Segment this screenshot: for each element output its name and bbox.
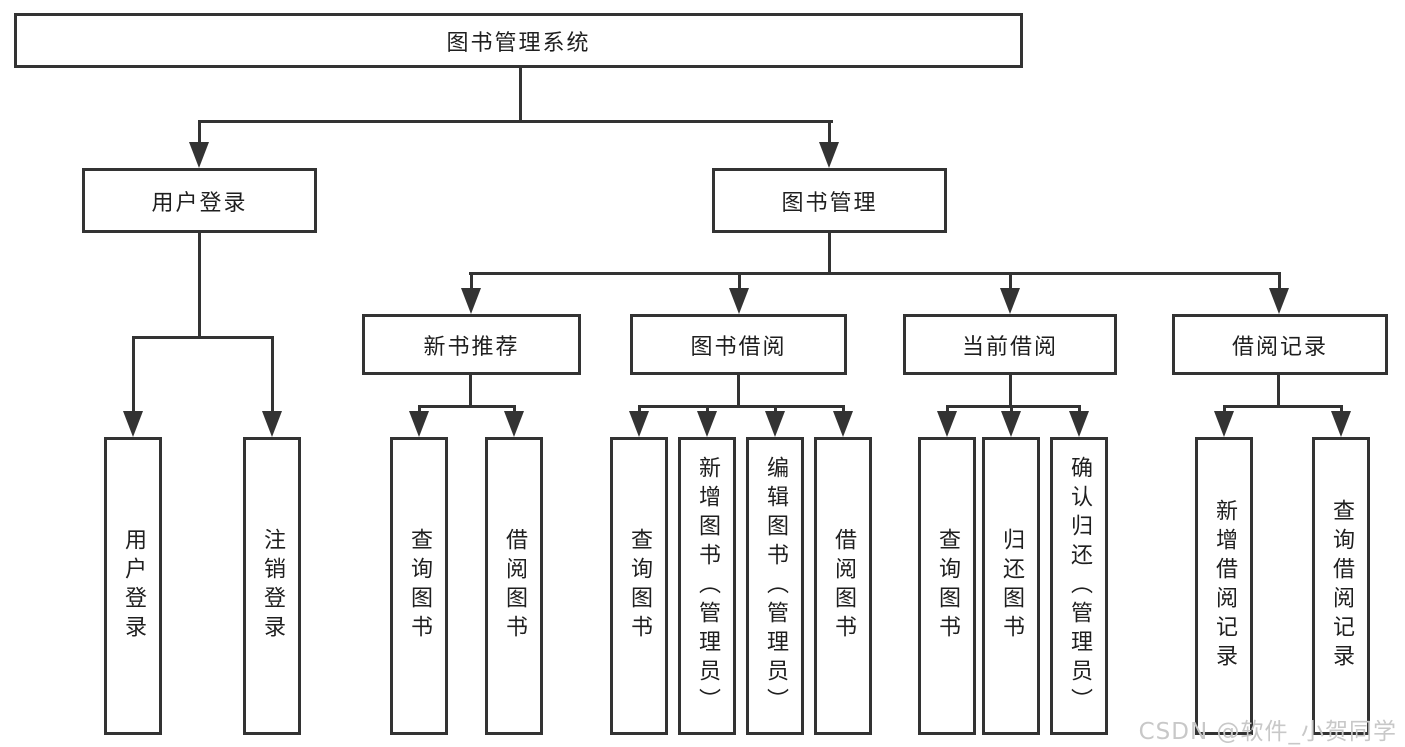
leaf-label: 借阅图书 — [502, 528, 527, 644]
connector-segment — [418, 405, 516, 408]
arrow-down-icon — [1069, 411, 1089, 437]
node-borrow-record: 借阅记录 — [1172, 314, 1388, 375]
connector-segment — [638, 405, 641, 415]
leaf-label: 查询图书 — [627, 528, 652, 644]
arrow-down-icon — [765, 411, 785, 437]
arrow-down-icon — [1000, 288, 1020, 314]
connector-segment — [132, 336, 274, 339]
node-root-library-management-system: 图书管理系统 — [14, 13, 1023, 68]
connector-segment — [513, 405, 516, 415]
node-leaf-add-books-admin: 新增图书（管理员） — [678, 437, 736, 735]
arrow-down-icon — [461, 288, 481, 314]
node-leaf-query-books-recommend: 查询图书 — [390, 437, 448, 735]
connector-segment — [1009, 272, 1012, 290]
leaf-label: 新增图书（管理员） — [695, 455, 720, 717]
arrow-down-icon — [189, 142, 209, 168]
connector-segment — [946, 405, 1081, 408]
connector-segment — [519, 68, 522, 123]
connector-segment — [828, 120, 831, 146]
leaf-label: 注销登录 — [260, 528, 285, 644]
node-leaf-logout: 注销登录 — [243, 437, 301, 735]
connector-segment — [469, 272, 1281, 275]
leaf-label: 查询借阅记录 — [1329, 499, 1354, 673]
node-leaf-confirm-return-admin: 确认归还（管理员） — [1050, 437, 1108, 735]
connector-segment — [842, 405, 845, 415]
node-leaf-borrow-books: 借阅图书 — [814, 437, 872, 735]
connector-segment — [738, 272, 741, 290]
arrow-down-icon — [1331, 411, 1351, 437]
arrow-down-icon — [1269, 288, 1289, 314]
leaf-label: 归还图书 — [999, 528, 1024, 644]
connector-segment — [271, 336, 274, 416]
node-current-borrow: 当前借阅 — [903, 314, 1117, 375]
node-book-management: 图书管理 — [712, 168, 947, 233]
leaf-label: 借阅图书 — [831, 528, 856, 644]
leaf-label: 编辑图书（管理员） — [763, 455, 788, 717]
connector-segment — [198, 232, 201, 339]
connector-segment — [638, 405, 845, 408]
watermark: CSDN @软件_小贺同学 — [1138, 719, 1397, 745]
node-leaf-add-borrow-record: 新增借阅记录 — [1195, 437, 1253, 735]
connector-segment — [828, 233, 831, 275]
connector-segment — [1340, 405, 1343, 415]
connector-segment — [1078, 405, 1081, 415]
arrow-down-icon — [504, 411, 524, 437]
arrow-down-icon — [819, 142, 839, 168]
node-leaf-user-login: 用户登录 — [104, 437, 162, 735]
arrow-down-icon — [409, 411, 429, 437]
leaf-label: 用户登录 — [121, 528, 146, 644]
node-user-login: 用户登录 — [82, 168, 317, 233]
arrow-down-icon — [937, 411, 957, 437]
leaf-label: 确认归还（管理员） — [1067, 455, 1092, 717]
connector-segment — [132, 336, 135, 416]
connector-segment — [469, 375, 472, 408]
leaf-label: 查询图书 — [407, 528, 432, 644]
connector-segment — [1223, 405, 1226, 415]
connector-segment — [774, 405, 777, 415]
arrow-down-icon — [262, 411, 282, 437]
connector-segment — [470, 272, 473, 290]
connector-segment — [1009, 375, 1012, 408]
connector-segment — [1223, 405, 1343, 408]
arrow-down-icon — [833, 411, 853, 437]
connector-segment — [1010, 405, 1013, 415]
node-leaf-edit-books-admin: 编辑图书（管理员） — [746, 437, 804, 735]
node-leaf-query-books-borrow: 查询图书 — [610, 437, 668, 735]
connector-segment — [418, 405, 421, 415]
arrow-down-icon — [629, 411, 649, 437]
arrow-down-icon — [729, 288, 749, 314]
connector-segment — [198, 120, 201, 146]
connector-segment — [198, 120, 833, 123]
leaf-label: 查询图书 — [935, 528, 960, 644]
leaf-label: 新增借阅记录 — [1212, 499, 1237, 673]
node-leaf-query-borrow-record: 查询借阅记录 — [1312, 437, 1370, 735]
arrow-down-icon — [1001, 411, 1021, 437]
arrow-down-icon — [697, 411, 717, 437]
connector-segment — [946, 405, 949, 415]
connector-segment — [706, 405, 709, 415]
connector-segment — [737, 375, 740, 408]
connector-segment — [1278, 272, 1281, 290]
arrow-down-icon — [123, 411, 143, 437]
node-leaf-borrow-books-recommend: 借阅图书 — [485, 437, 543, 735]
connector-segment — [1277, 375, 1280, 408]
node-leaf-query-books-current: 查询图书 — [918, 437, 976, 735]
arrow-down-icon — [1214, 411, 1234, 437]
node-book-borrow: 图书借阅 — [630, 314, 847, 375]
node-new-book-recommend: 新书推荐 — [362, 314, 581, 375]
node-leaf-return-books: 归还图书 — [982, 437, 1040, 735]
